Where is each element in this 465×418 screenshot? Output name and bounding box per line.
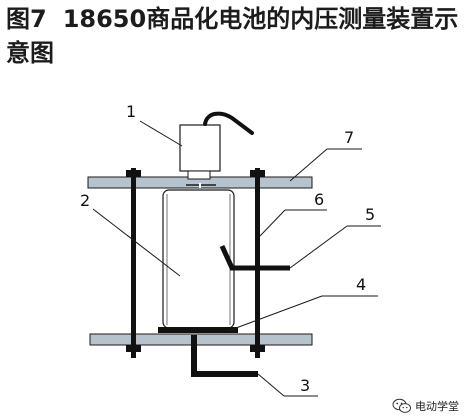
wechat-icon (392, 398, 411, 413)
sensor-cable (203, 111, 254, 135)
watermark: 电动学堂 (392, 398, 459, 414)
bottom-pad (158, 327, 238, 333)
clamp-arm (219, 244, 290, 271)
right-top-nut (250, 170, 265, 177)
leader-line-2 (92, 208, 181, 277)
label-3: 3 (300, 376, 310, 395)
bottom-connector (191, 335, 258, 377)
left-tie-rod (131, 168, 136, 358)
right-tie-rod (255, 168, 260, 358)
bottom-plate (89, 333, 313, 346)
leader-line-5 (289, 225, 348, 269)
leader-line-4 (227, 295, 323, 332)
right-bottom-nut (250, 345, 265, 352)
label-6: 6 (314, 190, 324, 209)
label-4: 4 (356, 275, 366, 294)
leader-line-6 (259, 209, 286, 237)
leader-line-1 (139, 120, 183, 147)
left-top-nut (126, 170, 141, 177)
label-5: 5 (365, 205, 375, 224)
pressure-sensor-body (179, 124, 221, 172)
figure-title: 18650商品化电池的内压测量装置示意图 (6, 5, 459, 67)
leader-line-7 (289, 148, 328, 182)
figure-number: 图7 (6, 5, 47, 33)
sensor-contact-pad (187, 170, 211, 180)
label-7: 7 (344, 128, 354, 147)
watermark-text: 电动学堂 (415, 400, 459, 413)
label-2: 2 (80, 191, 90, 210)
battery-cell (162, 189, 235, 329)
left-bottom-nut (126, 345, 141, 352)
label-1: 1 (126, 102, 136, 121)
leader-line-3 (257, 373, 285, 397)
